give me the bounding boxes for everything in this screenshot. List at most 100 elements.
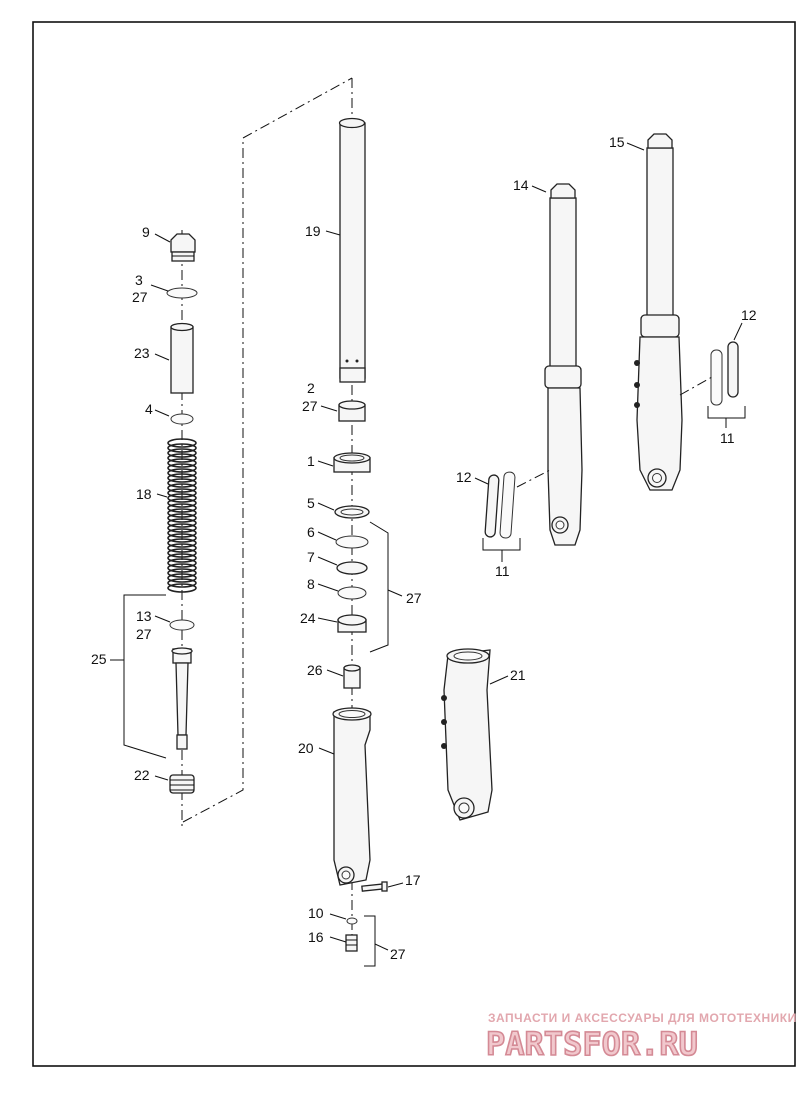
ring-6 xyxy=(335,535,369,549)
callout-27-c: 27 xyxy=(302,398,318,414)
callout-27-a: 27 xyxy=(132,289,148,305)
callout-leaders xyxy=(150,142,743,943)
fork-spring xyxy=(167,438,197,593)
watermark-logo: ЗАПЧАСТИ И АКСЕССУАРЫ ДЛЯ МОТОТЕХНИКИ PA… xyxy=(485,1011,797,1064)
callout-15: 15 xyxy=(609,134,625,150)
damper-rod xyxy=(171,647,193,750)
washer-10 xyxy=(346,917,358,925)
callout-1: 1 xyxy=(307,453,315,469)
callout-11-a: 11 xyxy=(495,563,510,579)
diagram-frame xyxy=(32,21,796,1067)
callout-13: 13 xyxy=(136,608,152,624)
callout-12-b: 12 xyxy=(741,307,757,323)
spring-coil xyxy=(167,508,197,518)
callout-12-a: 12 xyxy=(456,469,472,485)
spring-coil xyxy=(167,528,197,538)
spring-coil xyxy=(167,513,197,523)
callout-22: 22 xyxy=(134,767,150,783)
reflector-12-left xyxy=(484,471,516,539)
spring-coil xyxy=(167,478,197,488)
callout-27-e: 27 xyxy=(390,946,406,962)
bracket-25 xyxy=(123,594,167,759)
callout-18: 18 xyxy=(136,486,152,502)
slider-20 xyxy=(332,707,372,886)
bolt-17 xyxy=(361,881,388,892)
spring-coil xyxy=(167,503,197,513)
watermark-tagline: ЗАПЧАСТИ И АКСЕССУАРЫ ДЛЯ МОТОТЕХНИКИ xyxy=(488,1011,797,1025)
reflector-12-right xyxy=(710,341,739,406)
o-ring-3 xyxy=(166,287,198,299)
spring-coil xyxy=(167,523,197,533)
fork-tube-19 xyxy=(338,117,366,383)
callout-8: 8 xyxy=(307,576,315,592)
ring-8 xyxy=(337,586,367,600)
ring-7 xyxy=(336,561,368,575)
callout-21: 21 xyxy=(510,667,526,683)
spring-coil xyxy=(167,568,197,578)
bracket-11-right xyxy=(707,406,746,419)
callout-9: 9 xyxy=(142,224,150,240)
callout-10: 10 xyxy=(308,905,324,921)
spring-coil xyxy=(167,488,197,498)
callout-17: 17 xyxy=(405,872,421,888)
callout-27-b: 27 xyxy=(136,626,152,642)
callout-19: 19 xyxy=(305,223,321,239)
spring-coil xyxy=(167,563,197,573)
spring-coil xyxy=(167,443,197,453)
callout-7: 7 xyxy=(307,549,315,565)
ring-13 xyxy=(169,619,195,631)
callout-23: 23 xyxy=(134,345,150,361)
spring-coil xyxy=(167,453,197,463)
fork-cap-bolt xyxy=(170,233,196,262)
washer-4 xyxy=(170,413,194,425)
callout-25: 25 xyxy=(91,651,107,667)
fork-leg-15 xyxy=(634,133,683,491)
spring-coil xyxy=(167,448,197,458)
callout-4: 4 xyxy=(145,401,153,417)
watermark-brand: PARTSFOR.RU xyxy=(486,1025,698,1063)
bushing-24 xyxy=(337,614,367,633)
bracket-27-bottom xyxy=(364,915,376,967)
spring-coil xyxy=(167,438,197,448)
callout-26: 26 xyxy=(307,662,323,678)
callout-6: 6 xyxy=(307,524,315,540)
spring-coil xyxy=(167,583,197,593)
spring-coil xyxy=(167,538,197,548)
callout-14: 14 xyxy=(513,177,529,193)
callout-11-b: 11 xyxy=(720,430,735,446)
spring-coil xyxy=(167,518,197,528)
bracket-27-center xyxy=(369,521,389,653)
callout-5: 5 xyxy=(307,495,315,511)
assembly-center-lines xyxy=(181,77,353,945)
bushing-2 xyxy=(338,400,366,422)
callout-2: 2 xyxy=(307,380,315,396)
spring-coil xyxy=(167,483,197,493)
spring-coil xyxy=(167,458,197,468)
spring-coil xyxy=(167,493,197,503)
callout-20: 20 xyxy=(298,740,314,756)
callout-27-d: 27 xyxy=(406,590,422,606)
spring-coil xyxy=(167,533,197,543)
spring-coil xyxy=(167,573,197,583)
spring-coil xyxy=(167,543,197,553)
spring-coil xyxy=(167,578,197,588)
spacer-tube xyxy=(170,322,194,394)
bracket-11-left xyxy=(482,538,521,551)
spring-coil xyxy=(167,473,197,483)
bushing-1 xyxy=(333,452,371,473)
rebound-spring xyxy=(169,774,195,794)
slider-21 xyxy=(441,648,493,821)
oil-lock-26 xyxy=(343,664,361,689)
callout-labels: 9 3 27 23 4 18 13 27 25 22 19 2 27 1 5 6… xyxy=(91,134,757,962)
callout-24: 24 xyxy=(300,610,316,626)
seal-5 xyxy=(334,505,370,519)
callout-3: 3 xyxy=(135,272,143,288)
spring-coil xyxy=(167,463,197,473)
spring-coil xyxy=(167,558,197,568)
spring-coil xyxy=(167,553,197,563)
spring-coil xyxy=(167,548,197,558)
callout-16: 16 xyxy=(308,929,324,945)
drain-screw-16 xyxy=(345,934,358,952)
spring-coil xyxy=(167,468,197,478)
